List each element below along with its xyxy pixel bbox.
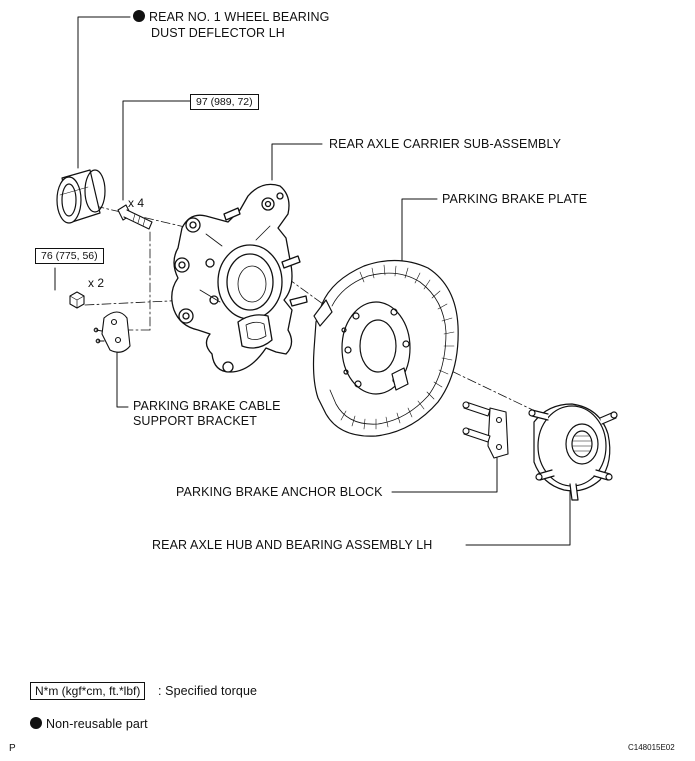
corner-letter: P bbox=[9, 743, 16, 754]
bolt-quantity: x 4 bbox=[128, 196, 145, 210]
parking-brake-anchor-block bbox=[462, 401, 509, 459]
cable-support-bracket bbox=[93, 311, 131, 353]
label-dust-deflector: REAR NO. 1 WHEEL BEARING bbox=[133, 10, 329, 25]
label-cable-bracket-line1: PARKING BRAKE CABLE bbox=[133, 399, 281, 413]
nut-torque-box: 76 (775, 56) bbox=[35, 248, 104, 264]
legend-nonreusable-text: Non-reusable part bbox=[46, 717, 148, 731]
label-parking-brake-plate: PARKING BRAKE PLATE bbox=[442, 192, 588, 206]
parking-brake-plate bbox=[312, 259, 459, 437]
legend-dot-icon bbox=[30, 717, 42, 729]
figure-code: C148015E02 bbox=[628, 743, 675, 752]
nut-quantity: x 2 bbox=[88, 276, 105, 290]
dust-deflector-ring bbox=[56, 169, 106, 224]
legend-nonreusable: Non-reusable part bbox=[30, 717, 148, 732]
label-anchor-block: PARKING BRAKE ANCHOR BLOCK bbox=[176, 485, 383, 499]
label-axle-carrier: REAR AXLE CARRIER SUB-ASSEMBLY bbox=[329, 137, 562, 151]
label-hub-bearing: REAR AXLE HUB AND BEARING ASSEMBLY LH bbox=[152, 538, 433, 552]
non-reusable-dot-icon bbox=[133, 10, 145, 22]
label-dust-deflector-line1: REAR NO. 1 WHEEL BEARING bbox=[149, 10, 330, 24]
hub-bolt bbox=[117, 204, 153, 230]
rear-axle-carrier bbox=[171, 183, 308, 373]
rear-axle-hub-bearing bbox=[528, 403, 618, 501]
label-dust-deflector-line2: DUST DEFLECTOR LH bbox=[151, 26, 285, 40]
bracket-nut bbox=[69, 291, 85, 309]
leader-lines bbox=[54, 16, 571, 546]
legend-torque-text: : Specified torque bbox=[158, 684, 258, 698]
legend-torque-unit-box: N*m (kgf*cm, ft.*lbf) bbox=[30, 682, 146, 700]
bolt-torque-box: 97 (989, 72) bbox=[190, 94, 259, 110]
label-cable-bracket-line2: SUPPORT BRACKET bbox=[133, 414, 257, 428]
